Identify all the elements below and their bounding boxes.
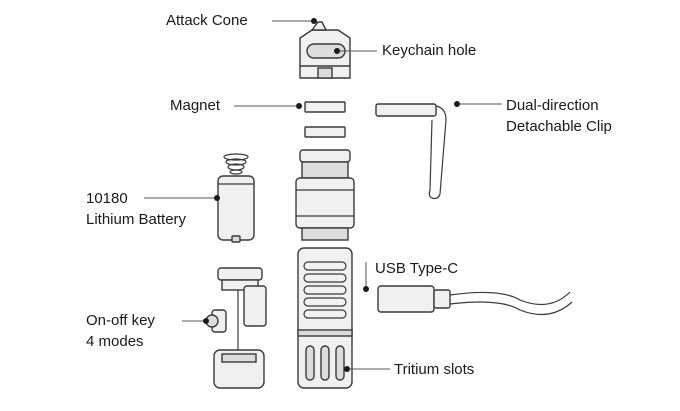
magnet-disc-bottom [304,126,346,138]
label-attack-cone: Attack Cone [166,12,248,29]
label-onoff-line2: 4 modes [86,333,144,350]
label-tritium: Tritium slots [394,361,475,378]
pocket-clip-part [375,103,447,200]
attack-cone-part [299,21,351,79]
label-magnet: Magnet [170,97,221,114]
leader-lines [144,18,502,372]
magnet-disc-top [304,101,346,113]
flashlight-body-part [297,247,353,389]
battery-part [217,175,255,243]
label-battery-line2: Lithium Battery [86,211,187,228]
label-usb: USB Type-C [375,260,459,277]
label-clip-line1: Dual-direction [506,97,599,114]
label-keychain-hole: Keychain hole [382,42,477,59]
usb-cable-part [377,285,573,316]
label-onoff-line1: On-off key [86,312,155,329]
flashlight-head-part [295,149,355,241]
switch-assembly-part [205,267,267,389]
label-battery-line1: 10180 [86,190,128,207]
spring-part [223,153,249,175]
label-clip-line2: Detachable Clip [506,118,612,135]
